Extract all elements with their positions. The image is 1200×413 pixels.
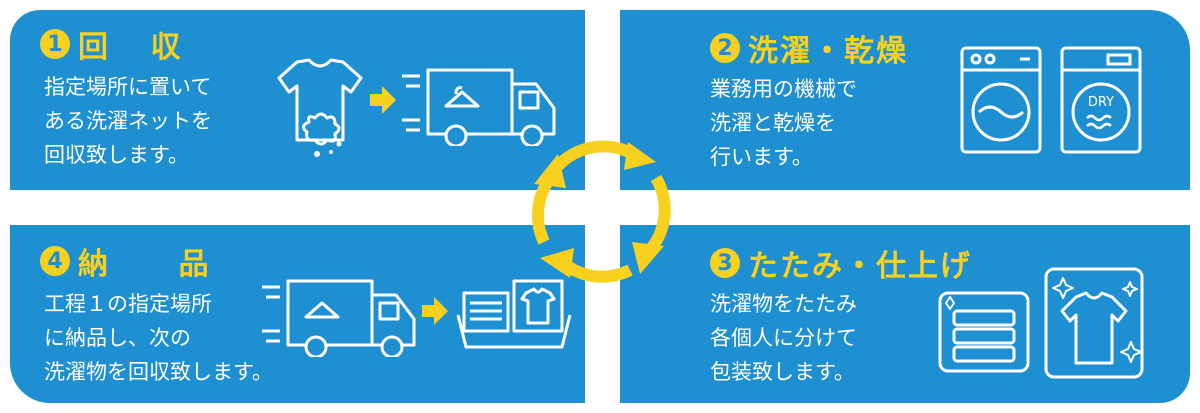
- step-1-panel: 1 回 収 指定場所に置いて ある洗濯ネットを 回収致します。: [10, 10, 585, 190]
- cycle-arrows-icon: [518, 128, 682, 296]
- delivery-truck-icon: [262, 275, 422, 357]
- step-description: 業務用の機械で 洗濯と乾燥を 行います。: [710, 77, 857, 169]
- arrow-right-icon: [422, 297, 448, 325]
- step-number-badge: 3: [710, 248, 740, 278]
- step-title: 回 収: [78, 30, 197, 65]
- step-description: 工程１の指定場所 に納品し、次の 洗濯物を回収致します。: [44, 292, 273, 384]
- step-number-badge: 1: [40, 29, 70, 59]
- delivery-truck-icon: [402, 64, 562, 146]
- step-number-badge: 2: [710, 33, 740, 63]
- step-2-panel: 2 洗濯・乾燥 業務用の機械で 洗濯と乾燥を 行います。 DRY: [620, 10, 1190, 190]
- folded-clothes-icon: [938, 287, 1030, 375]
- step-number-badge: 4: [40, 246, 70, 276]
- step-title: 洗濯・乾燥: [748, 34, 908, 69]
- step-description: 洗濯物をたたみ 各個人に分けて 包装致します。: [710, 292, 857, 384]
- step-3-panel: 3 たたみ・仕上げ 洗濯物をたたみ 各個人に分けて 包装致します。: [620, 225, 1190, 403]
- step-2-title: 2 洗濯・乾燥: [710, 26, 908, 70]
- dirty-shirt-icon: [275, 56, 365, 166]
- washing-machine-icon: [960, 46, 1042, 154]
- step-4-title: 4 納 品: [40, 239, 238, 283]
- svg-text:DRY: DRY: [1088, 95, 1114, 110]
- clean-shirt-icon: [1044, 267, 1144, 379]
- step-3-title: 3 たたみ・仕上げ: [710, 241, 972, 285]
- arrow-right-icon: [370, 86, 396, 114]
- step-4-panel: 4 納 品 工程１の指定場所 に納品し、次の 洗濯物を回収致します。: [10, 225, 585, 403]
- step-1-title: 1 回 収: [40, 22, 196, 66]
- laundry-basket-icon: [456, 279, 572, 351]
- step-title: たたみ・仕上げ: [748, 249, 972, 284]
- step-title: 納 品: [78, 247, 239, 282]
- step-description: 指定場所に置いて ある洗濯ネットを 回収致します。: [44, 75, 212, 167]
- dryer-icon: DRY: [1060, 46, 1142, 154]
